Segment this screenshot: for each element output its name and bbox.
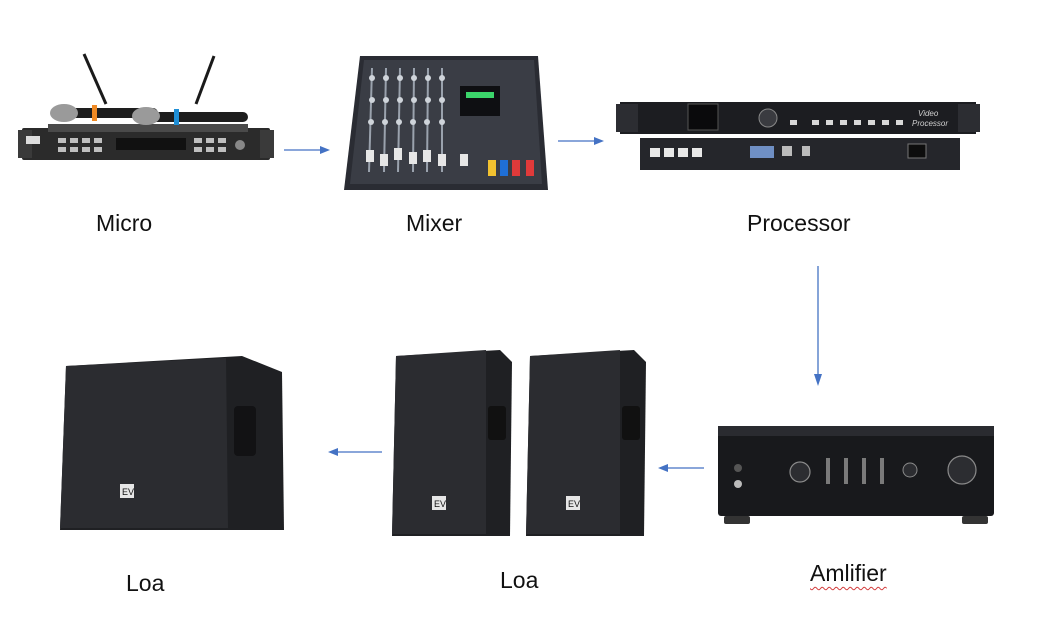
video-processor-logo: Video xyxy=(918,109,939,118)
wireless-microphone-receiver-icon xyxy=(18,53,274,160)
mixer-node xyxy=(342,54,550,194)
video-processor-icon: Video Processor xyxy=(616,102,980,170)
node-label-amplifier: Amlifier xyxy=(810,560,887,587)
loa-sub-node: EV xyxy=(56,352,286,542)
subwoofer-icon: EV xyxy=(60,356,284,530)
node-label-processor: Processor xyxy=(747,210,851,236)
svg-text:Processor: Processor xyxy=(912,119,948,128)
amplifier-node xyxy=(716,420,996,528)
node-label-micro: Micro xyxy=(96,210,153,236)
node-label-mixer: Mixer xyxy=(406,210,463,236)
processor-node: Video Processor xyxy=(616,96,980,172)
loa-pair-node: EV EV xyxy=(388,346,652,542)
speaker-pair-icon: EV EV xyxy=(392,350,646,536)
audio-mixer-icon xyxy=(344,56,548,190)
speaker-right: EV xyxy=(526,350,646,536)
edge-arrow-processor-to-amplifier xyxy=(814,266,822,386)
amplifier-icon xyxy=(718,426,994,524)
micro-node xyxy=(18,52,274,164)
edge-arrow-mixer-to-processor xyxy=(558,137,604,145)
node-label-amplifier-text: Amlifier xyxy=(810,560,887,586)
speaker-left: EV xyxy=(392,350,512,536)
svg-text:EV: EV xyxy=(434,499,446,509)
svg-text:EV: EV xyxy=(122,487,134,497)
node-label-loa-pair: Loa xyxy=(500,567,539,593)
edge-arrow-amplifier-to-loa-pair xyxy=(658,464,704,472)
svg-text:EV: EV xyxy=(568,499,580,509)
edge-arrow-loa-pair-to-loa-sub xyxy=(328,448,382,456)
node-label-loa-sub: Loa xyxy=(126,570,165,596)
edge-arrow-micro-to-mixer xyxy=(284,146,330,154)
